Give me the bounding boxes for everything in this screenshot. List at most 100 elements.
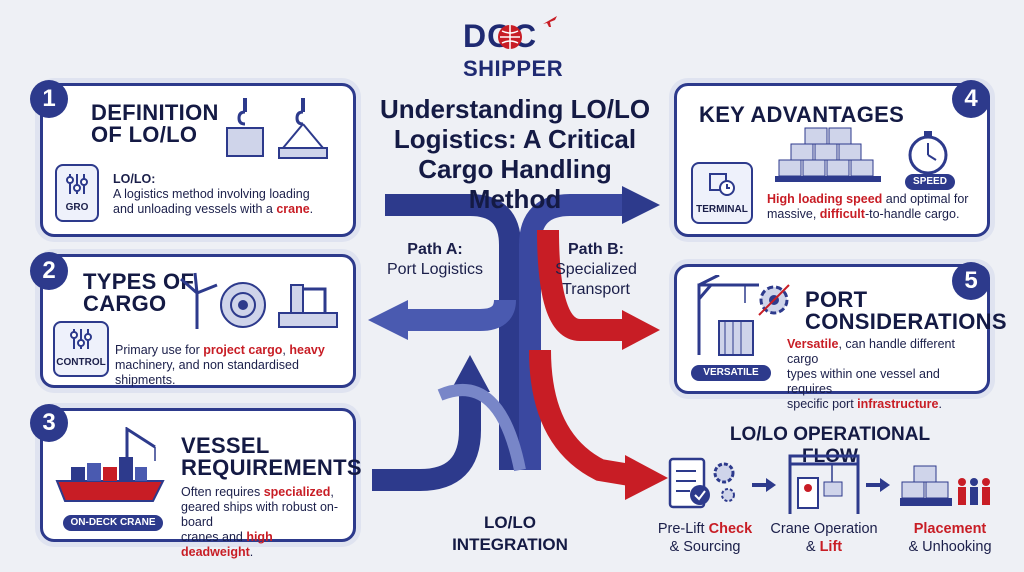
globe-icon — [498, 25, 522, 49]
sliders-icon — [66, 174, 88, 194]
path-b-sub-2: Transport — [562, 281, 630, 298]
flow-step-3-red: Placement — [913, 521, 987, 537]
card-1-icon-box: GRO — [55, 164, 99, 222]
card-port-considerations[interactable]: VERSATILE PORT CONSIDERATIONS Versatile,… — [674, 264, 1007, 411]
warehouse-workers-icon — [900, 465, 990, 506]
card-2-r1: project cargo — [203, 343, 283, 357]
stacked-cargo-icon — [775, 127, 881, 182]
card-5-t4: . — [938, 397, 942, 411]
card-2-t3: machinery — [115, 358, 172, 372]
integration-label: LO/LO INTEGRATION — [440, 512, 580, 556]
main-title-line-3: Cargo Handling Method — [418, 154, 612, 214]
card-2-text-1: Primary use for project cargo, heavy — [115, 343, 347, 358]
card-3-title: VESSEL REQUIREMENTS — [181, 435, 362, 479]
card-1-text-2-red: crane — [276, 202, 310, 216]
card-1-text-2: and unloading vessels with a crane. — [113, 202, 343, 217]
card-1-text-2-a: and unloading vessels with a — [113, 202, 277, 216]
card-2-r2: heavy — [289, 343, 325, 357]
card-4-body: High loading speed and optimal for massi… — [767, 192, 981, 222]
card-4-icon-label: TERMINAL — [696, 204, 748, 215]
card-5-t3: specific port — [787, 397, 858, 411]
card-5-title: PORT CONSIDERATIONS — [805, 289, 1007, 333]
ship-crane-icon — [55, 427, 165, 502]
path-a-sub: Port Logistics — [386, 261, 484, 278]
brand-logo[interactable]: DOC SHIPPER — [455, 12, 565, 84]
card-5-number: 5 — [952, 262, 990, 300]
card-2-title-line-2: CARGO — [83, 291, 167, 316]
checklist-gear-icon — [668, 457, 735, 509]
card-3-t1: Often requires — [181, 485, 264, 499]
flow-step-2-red: Lift — [819, 539, 843, 555]
card-4-title: KEY ADVANTAGES — [699, 102, 905, 127]
card-2-number: 2 — [30, 252, 68, 290]
card-5-text-2: types within one vessel and requires — [787, 367, 940, 396]
path-a-title: Path A: — [407, 241, 463, 258]
main-title-line-1: Understanding LO/LO — [379, 94, 651, 124]
cargo-types-icon — [180, 272, 338, 329]
card-1-title-line-1: DEFINITION — [91, 100, 219, 125]
card-3-title-line-1: VESSEL — [181, 433, 270, 458]
card-4-text-1: High loading speed and optimal for — [767, 192, 981, 207]
card-types-of-cargo[interactable]: TYPES OF CARGO CONTROL Primary use for p… — [40, 254, 356, 388]
card-1-title-line-2: OF LO/LO — [91, 122, 198, 147]
flow-step-1-a: Pre-Lift — [657, 521, 709, 537]
card-vessel-requirements[interactable]: ON-DECK CRANE VESSEL REQUIREMENTS Often … — [40, 408, 362, 559]
card-2-icon-label: CONTROL — [56, 357, 106, 368]
airplane-icon — [543, 16, 557, 27]
card-3-t4: cranes and — [181, 530, 247, 544]
card-3-text-3: cranes and high deadweight. — [181, 530, 347, 560]
card-2-t2: , — [282, 343, 290, 357]
card-1-term: LO/LO: — [113, 172, 156, 186]
flow-step-2-line-1: Crane Operation — [770, 521, 878, 537]
card-4-text-2: massive, difficult-to-handle cargo. — [767, 207, 981, 222]
card-5-badge: VERSATILE — [691, 365, 771, 381]
gear-arrows-icon — [758, 284, 790, 316]
path-b-label: Path B: Specialized Transport — [546, 240, 646, 300]
card-5-text-1: Versatile, can handle different cargo — [787, 337, 983, 367]
card-5-text-3: specific port infrastructure. — [787, 397, 983, 412]
card-3-title-line-2: REQUIREMENTS — [181, 455, 362, 480]
card-3-text-2: geared ships with robust on-board — [181, 500, 339, 529]
card-3-t5: . — [249, 545, 254, 559]
flow-step-2-line-2: & Lift — [764, 538, 884, 556]
card-2-t1: Primary use for — [115, 343, 204, 357]
card-4-t3: -to-handle cargo. — [864, 207, 960, 221]
card-5-r1: Versatile — [787, 337, 839, 351]
flow-step-1-line-1: Pre-Lift Check — [650, 520, 760, 538]
card-2-text-2: machinery, and non standardised shipment… — [115, 358, 347, 388]
flow-title: LO/LO OPERATIONAL FLOW — [729, 424, 931, 467]
control-sliders-icon — [70, 329, 92, 349]
card-1-text-2-end: . — [309, 202, 314, 216]
flow-arrow-1-icon — [752, 478, 776, 492]
card-3-number: 3 — [30, 404, 68, 442]
card-2-title-line-1: TYPES OF — [83, 269, 195, 294]
card-3-badge: ON-DECK CRANE — [63, 515, 163, 531]
card-1-number: 1 — [30, 80, 68, 118]
port-crane-icon — [697, 275, 759, 356]
card-3-r2: high deadweight — [181, 530, 273, 559]
integration-line-1: LO/LO — [484, 513, 536, 532]
integration-line-2: INTEGRATION — [452, 535, 568, 554]
card-5-title-line-1: PORT — [805, 287, 868, 312]
card-2-t4: , and non standardised shipments. — [115, 358, 299, 387]
card-5-title-line-2: CONSIDERATIONS — [805, 309, 1007, 334]
gantry-crane-icon — [788, 454, 860, 514]
card-1-text-1: A logistics method involving loading — [113, 187, 310, 201]
card-5-t1: , can handle different cargo — [787, 337, 955, 366]
flow-step-1-line-2: & Sourcing — [669, 539, 741, 555]
card-4-r1: High loading speed — [767, 192, 883, 206]
path-b-sub-1: Specialized — [555, 261, 637, 278]
flow-step-2-b: & — [805, 539, 820, 555]
card-3-body: Often requires specialized, geared ships… — [181, 485, 347, 560]
stopwatch-icon — [908, 131, 948, 175]
card-2-body: Primary use for project cargo, heavy mac… — [115, 343, 347, 388]
flow-step-3: Placement & Unhooking — [890, 520, 1010, 556]
card-5-r2: infrastructure — [857, 397, 939, 411]
main-title: Understanding LO/LO Logistics: A Critica… — [370, 94, 660, 214]
card-key-advantages[interactable]: KEY ADVANTAGES TERMINAL SPEED High loadi… — [674, 83, 990, 237]
card-4-badge: SPEED — [905, 174, 955, 190]
card-3-t2: , — [330, 485, 334, 499]
card-1-title: DEFINITION OF LO/LO — [91, 102, 219, 146]
card-definition[interactable]: DEFINITION OF LO/LO GRO LO/LO: A logisti… — [40, 83, 356, 237]
